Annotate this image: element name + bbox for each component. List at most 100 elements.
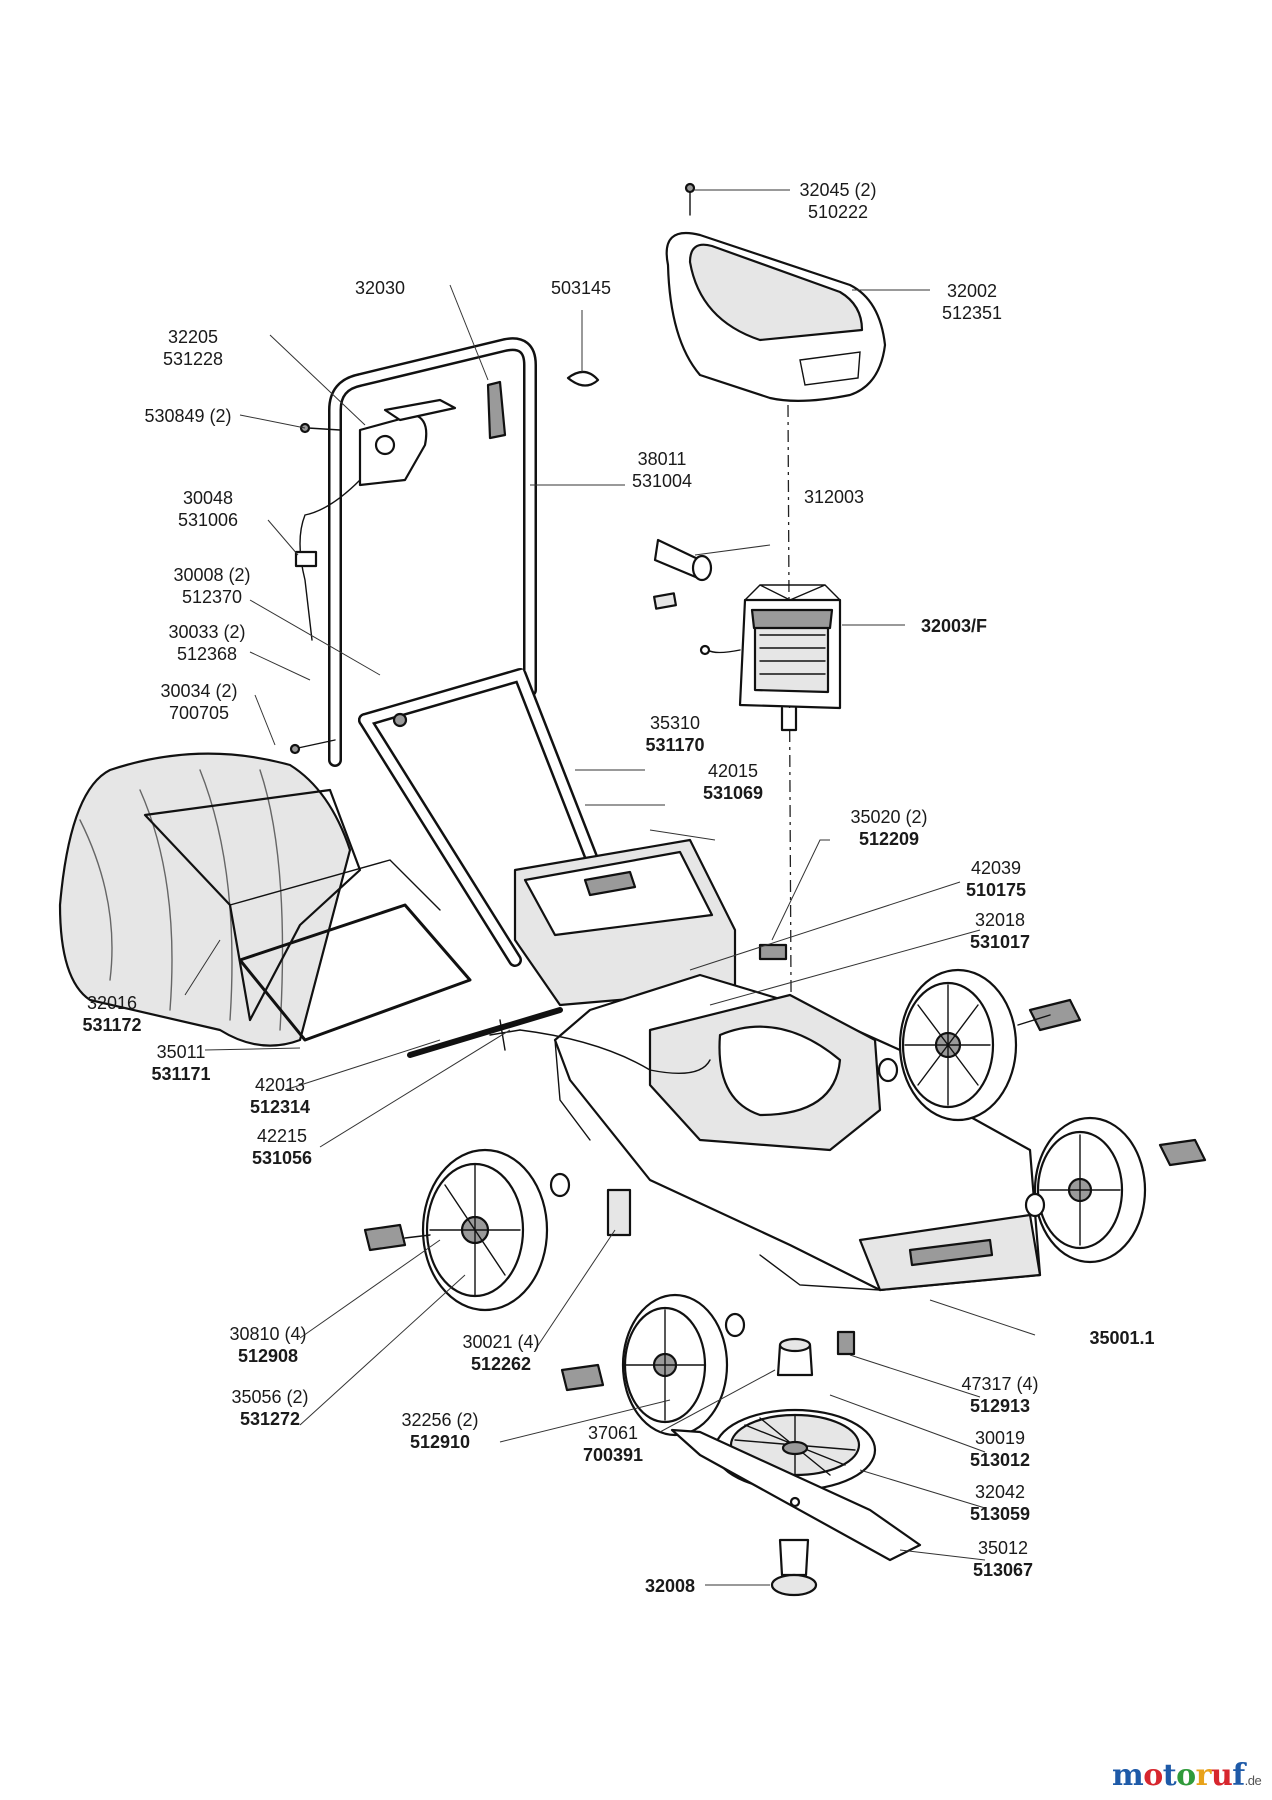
part-number: 531017 bbox=[970, 932, 1030, 952]
part-label-l10: 30008 (2)512370 bbox=[173, 565, 250, 607]
part-number: 30034 (2) bbox=[160, 681, 237, 701]
part-number: 513059 bbox=[970, 1504, 1030, 1524]
part-number: 513012 bbox=[970, 1450, 1030, 1470]
part-label-l1: 32045 (2)510222 bbox=[799, 180, 876, 222]
cable-clip bbox=[294, 479, 361, 641]
part-label-l2: 32030 bbox=[355, 278, 405, 298]
blade-bolt bbox=[770, 1538, 818, 1597]
part-number: 42013 bbox=[255, 1075, 305, 1095]
wheel-front-left bbox=[560, 1293, 746, 1437]
part-number: 47317 (4) bbox=[961, 1374, 1038, 1394]
part-number: 513067 bbox=[973, 1560, 1033, 1580]
part-number: 32002 bbox=[947, 281, 997, 301]
logo-letter: t bbox=[1162, 1758, 1177, 1793]
part-number: 531006 bbox=[178, 510, 238, 530]
carbon-brush bbox=[653, 538, 713, 610]
mower-deck bbox=[553, 973, 1042, 1292]
lower-handle bbox=[358, 668, 607, 967]
part-number: 32008 bbox=[645, 1576, 695, 1596]
part-number: 32256 (2) bbox=[401, 1410, 478, 1430]
handle-knob bbox=[289, 739, 336, 755]
part-number: 531004 bbox=[632, 471, 692, 491]
handle-screw bbox=[299, 422, 341, 434]
part-number: 35310 bbox=[650, 713, 700, 733]
part-label-l9: 312003 bbox=[804, 487, 864, 507]
part-number: 32018 bbox=[975, 910, 1025, 930]
hinge-bracket bbox=[758, 943, 788, 961]
logo-letter: f bbox=[1232, 1758, 1245, 1793]
part-number: 512910 bbox=[410, 1432, 470, 1452]
cutting-blade bbox=[670, 1428, 922, 1562]
part-number: 32030 bbox=[355, 278, 405, 298]
part-number: 35001.1 bbox=[1089, 1328, 1154, 1348]
part-label-l12: 30033 (2)512368 bbox=[168, 622, 245, 664]
part-number: 35056 (2) bbox=[231, 1387, 308, 1407]
logo-letter: o bbox=[1176, 1758, 1196, 1793]
part-number: 531172 bbox=[82, 1015, 141, 1035]
leader-lines bbox=[184, 189, 1036, 1586]
part-label-l16: 35020 (2)512209 bbox=[850, 807, 927, 849]
part-number: 30033 (2) bbox=[168, 622, 245, 642]
part-number: 512351 bbox=[942, 303, 1002, 323]
cover-screw bbox=[684, 182, 696, 216]
axle-bracket bbox=[606, 1188, 632, 1237]
part-number: 510222 bbox=[808, 202, 868, 222]
part-number: 510175 bbox=[966, 880, 1026, 900]
part-number: 42015 bbox=[708, 761, 758, 781]
part-number: 32003/F bbox=[921, 616, 987, 636]
part-number: 32042 bbox=[975, 1482, 1025, 1502]
wheel-rear-right bbox=[877, 968, 1082, 1122]
motor-cover bbox=[665, 231, 887, 402]
logo-letter: m bbox=[1112, 1758, 1144, 1793]
blade-adapter bbox=[776, 1330, 856, 1377]
part-label-l11: 32003/F bbox=[921, 616, 987, 636]
part-number: 35011 bbox=[157, 1042, 206, 1062]
part-number: 32205 bbox=[168, 327, 218, 347]
part-number: 512209 bbox=[859, 829, 919, 849]
part-number: 700705 bbox=[169, 703, 229, 723]
motoruf-logo: motoruf.de bbox=[1112, 1758, 1262, 1793]
part-number: 42215 bbox=[257, 1126, 307, 1146]
part-label-l3: 503145 bbox=[551, 278, 611, 298]
part-number: 512314 bbox=[250, 1097, 310, 1117]
part-label-l28: 32256 (2)512910 bbox=[401, 1410, 478, 1452]
part-number: 531228 bbox=[163, 349, 223, 369]
part-number: 531056 bbox=[252, 1148, 312, 1168]
part-number: 30021 (4) bbox=[462, 1332, 539, 1352]
part-label-l13: 30034 (2)700705 bbox=[160, 681, 237, 723]
part-number: 37061 bbox=[588, 1423, 638, 1443]
part-label-l26: 47317 (4)512913 bbox=[961, 1374, 1038, 1416]
part-label-l25: 35001.1 bbox=[1089, 1328, 1154, 1348]
assembly-axis bbox=[787, 404, 793, 1181]
part-number: 30008 (2) bbox=[173, 565, 250, 585]
part-number: 512368 bbox=[177, 644, 237, 664]
part-number: 531171 bbox=[151, 1064, 210, 1084]
logo-text: motoruf bbox=[1112, 1758, 1245, 1793]
part-number: 512913 bbox=[970, 1396, 1030, 1416]
part-number: 38011 bbox=[638, 449, 687, 469]
part-number: 30048 bbox=[183, 488, 233, 508]
part-number: 32016 bbox=[87, 993, 137, 1013]
part-number: 700391 bbox=[583, 1445, 643, 1465]
wheel-front-right bbox=[1024, 1116, 1207, 1264]
part-label-l24: 30021 (4)512262 bbox=[462, 1332, 539, 1374]
part-label-l27: 35056 (2)531272 bbox=[231, 1387, 308, 1429]
logo-suffix: .de bbox=[1244, 1773, 1262, 1788]
part-number: 35020 (2) bbox=[850, 807, 927, 827]
part-number: 503145 bbox=[551, 278, 611, 298]
part-number: 30810 (4) bbox=[229, 1324, 306, 1344]
